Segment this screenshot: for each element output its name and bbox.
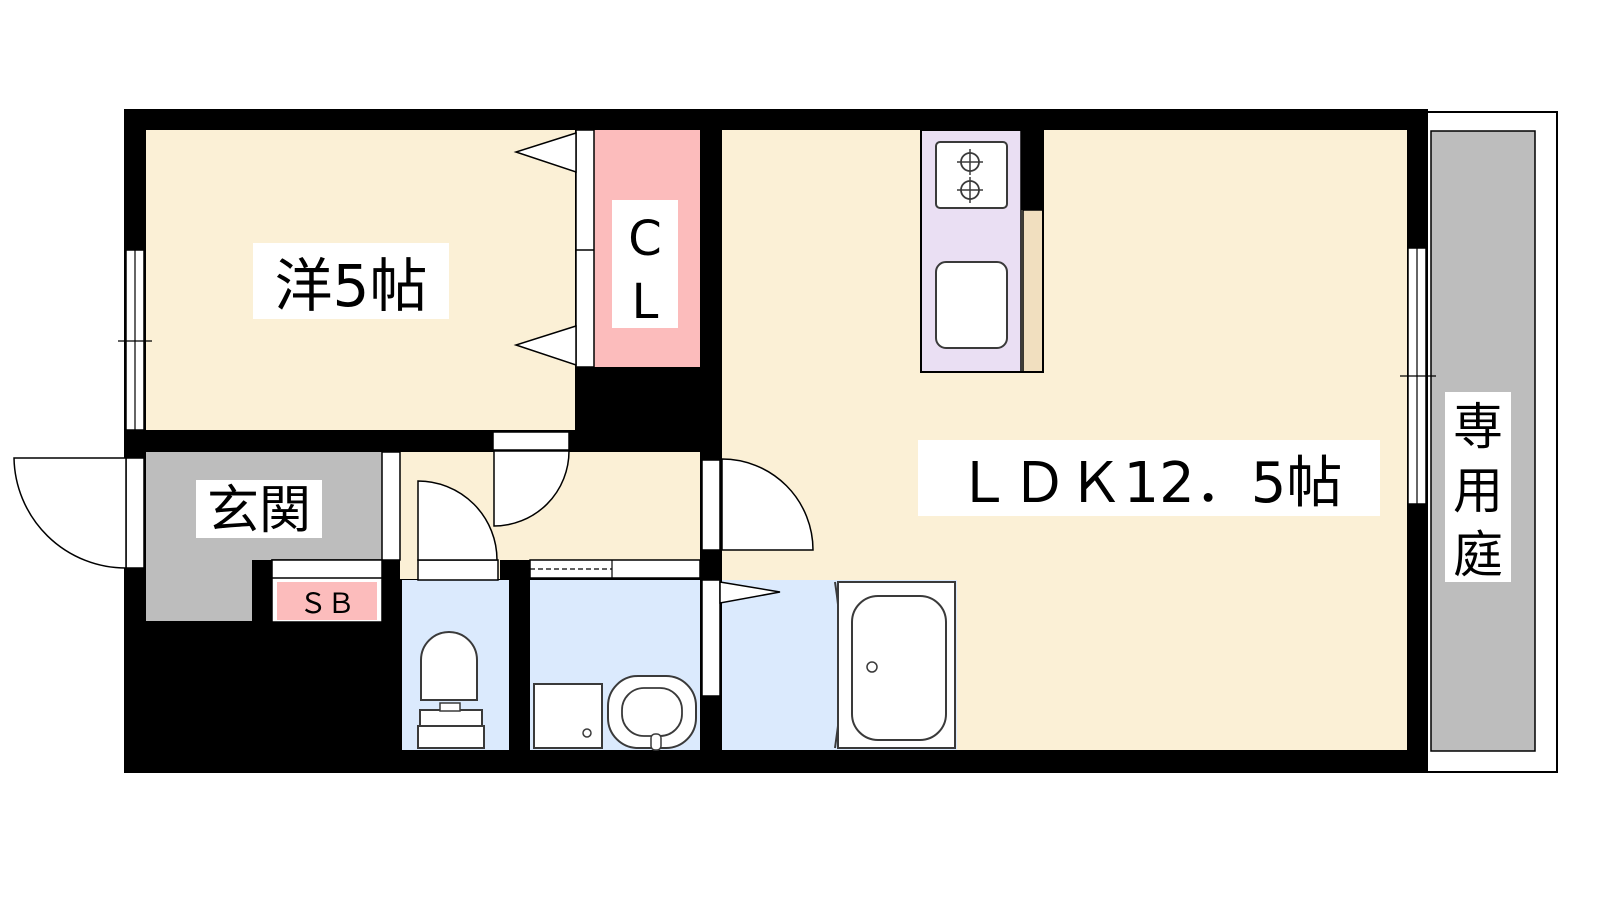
stove-icon bbox=[935, 141, 1008, 209]
toilet-door-frame bbox=[417, 559, 499, 581]
entrance-label: 玄関 bbox=[196, 480, 322, 541]
closet-label-top: C bbox=[628, 211, 662, 267]
ldk-window bbox=[1400, 247, 1436, 505]
shoe-box bbox=[277, 582, 377, 620]
closet-door-swing-top bbox=[513, 131, 577, 174]
washbasin-icon bbox=[607, 675, 697, 751]
private-garden bbox=[1424, 111, 1558, 773]
toilet-door-swing bbox=[417, 480, 498, 561]
shoe-box-top-strip bbox=[271, 559, 383, 579]
kitchen-back-wall bbox=[1021, 130, 1043, 210]
closet-door-frame bbox=[575, 129, 595, 368]
western-room-door-frame bbox=[492, 431, 570, 451]
closet-label: C L bbox=[612, 200, 678, 330]
kitchen-side-panel bbox=[1022, 209, 1044, 373]
western-room-label-text: 洋5帖 bbox=[275, 252, 428, 320]
ldk-label: ＬＤＫ12．5帖 bbox=[918, 440, 1380, 516]
ldk-door-frame bbox=[701, 459, 721, 551]
entrance-step-edge bbox=[381, 451, 401, 561]
western-room-label: 洋5帖 bbox=[253, 243, 449, 320]
entrance-label-text: 玄関 bbox=[207, 481, 311, 541]
closet-label-bottom: L bbox=[632, 274, 659, 330]
western-room-window bbox=[118, 249, 152, 431]
shoe-box-label: ＳＢ bbox=[299, 587, 355, 620]
ldk-door-swing bbox=[721, 458, 814, 551]
ldk-label-text: ＬＤＫ12．5帖 bbox=[956, 451, 1343, 516]
washing-machine-pan-icon bbox=[533, 683, 603, 749]
closet-door-swing-bottom bbox=[513, 324, 577, 367]
garden-label-3: 庭 bbox=[1453, 526, 1503, 584]
garden-label-2: 用 bbox=[1453, 462, 1503, 520]
garden-label-1: 専 bbox=[1453, 398, 1503, 456]
sink-icon bbox=[935, 261, 1008, 349]
toilet-icon bbox=[417, 631, 485, 749]
kitchen-counter-outline bbox=[920, 129, 1044, 373]
entrance-corner-wall bbox=[252, 560, 272, 622]
garden-label: 専 用 庭 bbox=[1445, 392, 1511, 584]
bathroom-door-swing bbox=[719, 581, 781, 604]
bathroom-door-frame bbox=[701, 579, 721, 697]
entrance-door bbox=[13, 457, 145, 569]
western-room-door-swing bbox=[493, 450, 570, 527]
bathtub-icon bbox=[834, 581, 956, 749]
